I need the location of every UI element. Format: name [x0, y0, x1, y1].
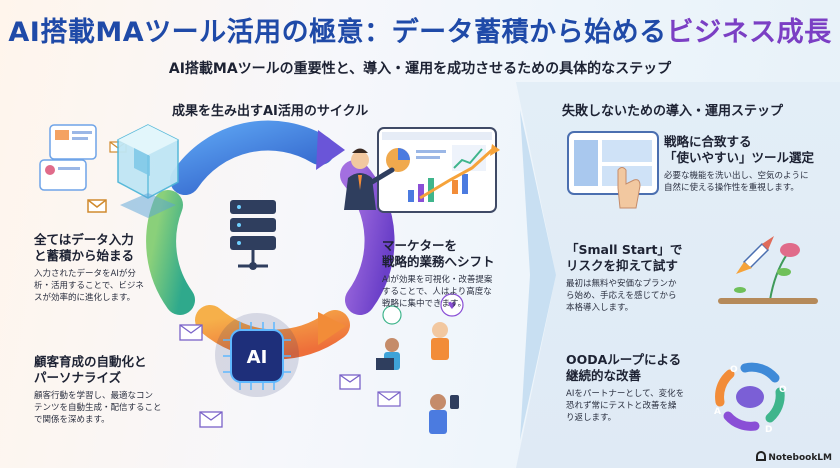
block-body-line: 戦略に集中できます。 — [382, 299, 467, 309]
ooda-letter-o1: O — [730, 365, 738, 375]
step-title: 継続的な改善 — [566, 368, 642, 383]
step-title: 戦略に合致する — [664, 134, 752, 149]
ai-chip-icon — [215, 313, 299, 397]
step-body-line: 自然に使える操作性を重視します。 — [664, 183, 799, 193]
brain-icon — [736, 386, 764, 408]
section-divider-arrow — [520, 110, 556, 440]
left-section-heading: 成果を生み出すAI活用のサイクル — [172, 104, 369, 119]
step-title: 「使いやすい」ツール選定 — [664, 150, 815, 165]
block-body-line: 入力されたデータをAIが分 — [34, 269, 136, 279]
ai-chip-label: AI — [247, 347, 268, 368]
cycle-block-data-input: 全てはデータ入力 と蓄積から始まる 入力されたデータをAIが分 析・活用すること… — [34, 232, 164, 304]
step-body-line: 本格導入します。 — [566, 303, 634, 313]
step-small-start: 「Small Start」で リスクを抑えて試す 最初は無料や安価なプランか ら… — [566, 242, 706, 314]
block-title: と蓄積から始まる — [34, 248, 135, 263]
block-body-line: 顧客行動を学習し、最適なコン — [34, 391, 154, 401]
step-body-line: 必要な機能を洗い出し、空気のように — [664, 171, 809, 181]
block-title: 戦略的業務へシフト — [382, 254, 495, 269]
brand-label: NotebookLM — [768, 453, 832, 463]
ooda-letter-a: A — [714, 407, 721, 417]
ooda-letter-o2: O — [779, 385, 787, 395]
customer-people-illustration: ♥ — [376, 293, 464, 434]
cycle-arrow-head-2 — [318, 312, 346, 345]
block-title: 全てはデータ入力 — [34, 232, 134, 247]
step-title: 「Small Start」で — [566, 242, 683, 257]
block-title: マーケターを — [382, 238, 458, 253]
marketer-illustration — [344, 127, 500, 213]
svg-text:♥: ♥ — [448, 301, 457, 312]
step-body-line: ら始め、手応えを感じてから — [566, 291, 677, 301]
ooda-loop-icon — [715, 362, 785, 431]
cycle-block-marketer: マーケターを 戦略的業務へシフト AIが効果を可視化・改善提案 することで、人は… — [382, 238, 512, 310]
block-body-line: することで、人はより高度な — [382, 287, 492, 297]
small-start-icon — [718, 236, 818, 304]
step-body-line: AIをパートナーとして、変化を — [566, 389, 685, 399]
step-tool-selection: 戦略に合致する 「使いやすい」ツール選定 必要な機能を洗い出し、空気のように 自… — [664, 134, 832, 194]
step-title: OODAループによる — [566, 352, 682, 367]
block-body-line: スが効率的に進化します。 — [34, 293, 136, 303]
tool-selection-icon — [567, 131, 659, 209]
title-accent: ビジネス成長 — [666, 17, 832, 48]
cycle-arrow-head-1 — [316, 130, 345, 170]
step-body-line: 恐れず常にテストと改善を繰 — [566, 401, 677, 411]
step-ooda-improvement: OODAループによる 継続的な改善 AIをパートナーとして、変化を 恐れず常にテ… — [566, 352, 706, 424]
step-body-line: 最初は無料や安価なプランか — [566, 279, 677, 289]
block-title: 顧客育成の自動化と — [34, 354, 147, 369]
envelope-icons — [179, 324, 361, 428]
notebooklm-brand: NotebookLM — [756, 451, 832, 463]
data-input-illustration — [39, 124, 179, 218]
server-icon — [230, 200, 276, 270]
block-body-line: で関係を深めます。 — [34, 415, 110, 425]
block-body-line: AIが効果を可視化・改善提案 — [382, 275, 493, 285]
title-main: AI搭載MAツール活用の極意：データ蓄積から始める — [8, 17, 667, 48]
block-body-line: テンツを自動生成・配信すること — [34, 403, 162, 413]
page-title: AI搭載MAツール活用の極意：データ蓄積から始めるビジネス成長 — [0, 10, 840, 49]
step-title: リスクを抑えて試す — [566, 258, 678, 273]
block-body-line: 析・活用することで、ビジネ — [34, 281, 144, 291]
page-subtitle: AI搭載MAツールの重要性と、導入・運用を成功させるための具体的なステップ — [168, 61, 672, 77]
cycle-block-nurturing: 顧客育成の自動化と パーソナライズ 顧客行動を学習し、最適なコン テンツを自動生… — [34, 354, 184, 426]
step-body-line: り返します。 — [566, 413, 617, 423]
right-section-heading: 失敗しないための導入・運用ステップ — [562, 104, 784, 119]
notebooklm-logo-icon — [756, 451, 767, 461]
block-title: パーソナライズ — [34, 370, 122, 385]
ooda-letter-d: D — [765, 425, 772, 435]
